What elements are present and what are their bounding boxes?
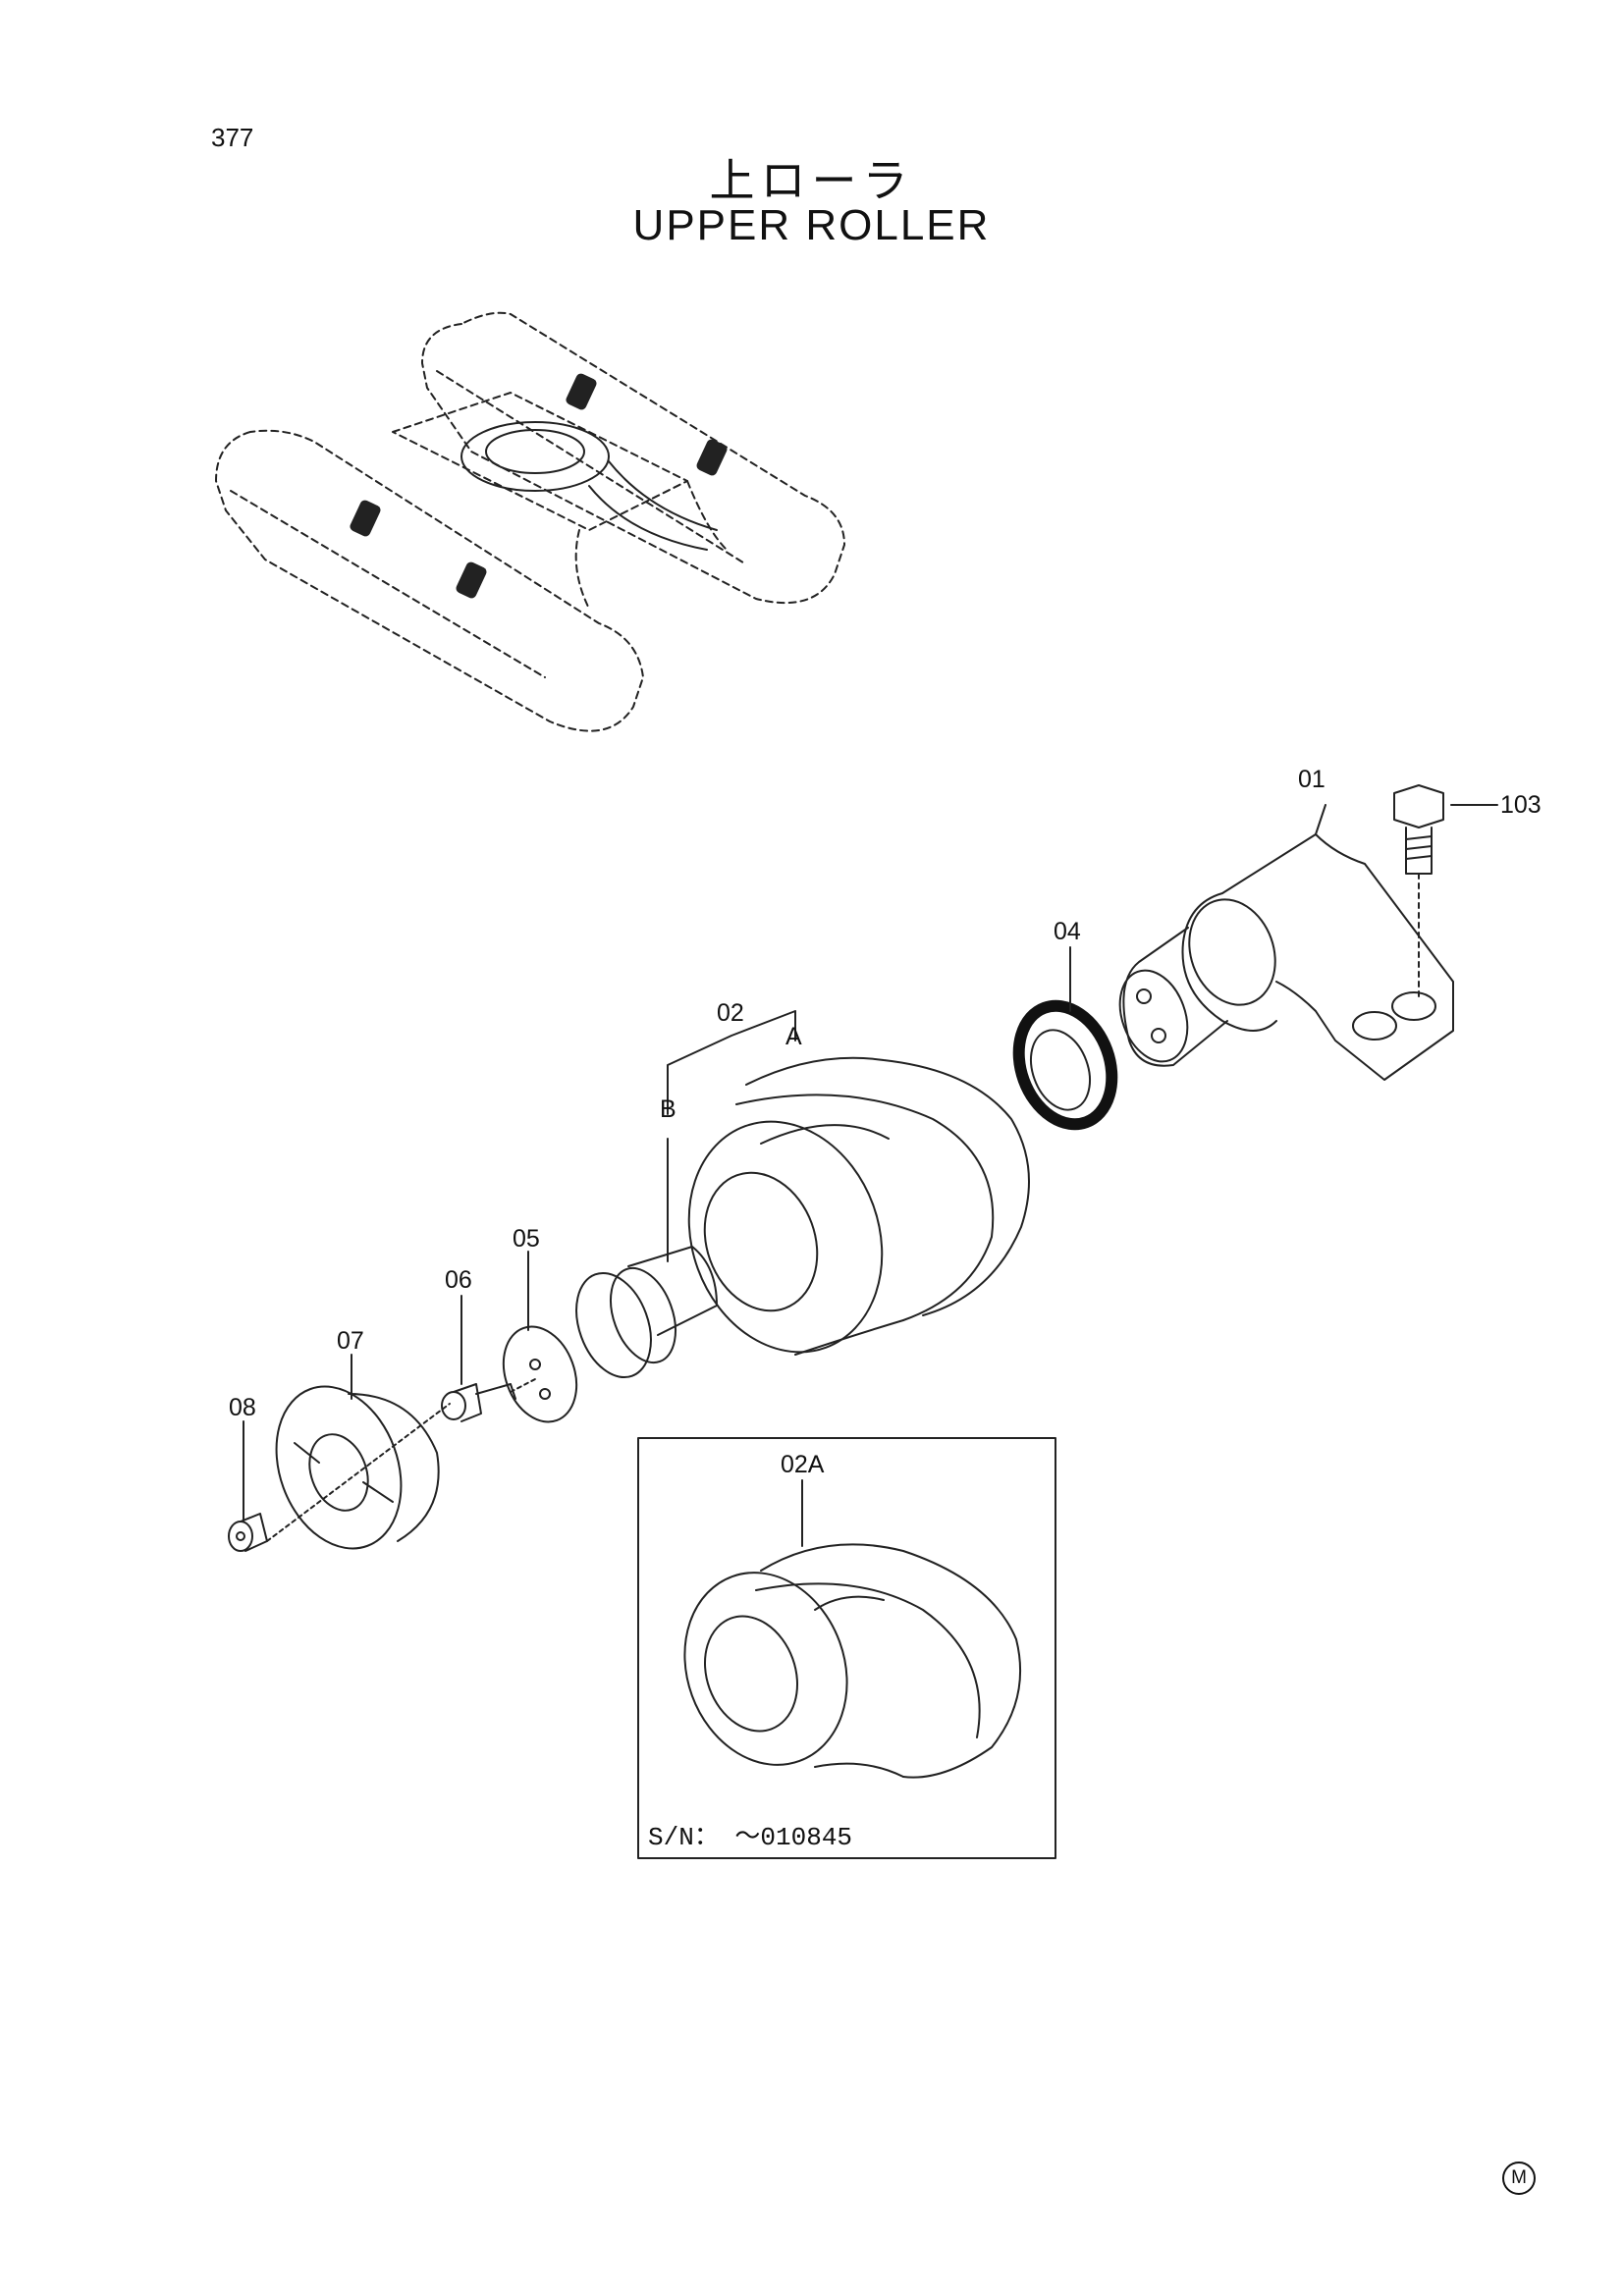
shaft-bracket-01 (1118, 833, 1454, 1081)
roller-02 (687, 1056, 1030, 1356)
bolt-103 (1393, 784, 1444, 875)
track-frame-bolts (350, 373, 728, 599)
callout-07: 07 (337, 1327, 364, 1355)
leader-02 (667, 1010, 796, 1115)
callout-06: 06 (445, 1266, 472, 1294)
inset-box (637, 1437, 1056, 1859)
callout-05: 05 (513, 1225, 540, 1253)
leader-01 (1315, 804, 1326, 835)
track-frame-upper-roller (460, 421, 718, 551)
callout-103: 103 (1500, 791, 1542, 819)
cover-axis (266, 1403, 451, 1542)
plug-08 (228, 1513, 268, 1552)
cover-07 (275, 1385, 440, 1550)
page-number: 377 (211, 123, 254, 152)
roller-02A (683, 1543, 1022, 1779)
callout-A: A (785, 1023, 802, 1050)
callout-02: 02 (717, 999, 744, 1027)
callout-08: 08 (229, 1394, 256, 1421)
callout-02A: 02A (781, 1451, 825, 1478)
m-mark: M (1502, 2162, 1536, 2195)
seal-04 (1012, 999, 1118, 1131)
plate-05 (502, 1325, 578, 1423)
title-japanese: 上ローラ (709, 154, 914, 207)
screw-06 (441, 1383, 516, 1422)
serial-number-note: S/N： ～010845 (648, 1823, 853, 1852)
callout-04: 04 (1054, 918, 1081, 945)
track-frame-illustration (215, 311, 845, 732)
callout-B: B (660, 1095, 676, 1123)
screw-axis (510, 1378, 536, 1393)
callout-01: 01 (1298, 766, 1325, 793)
bushing-B (575, 1246, 718, 1379)
title-english: UPPER ROLLER (632, 201, 991, 249)
